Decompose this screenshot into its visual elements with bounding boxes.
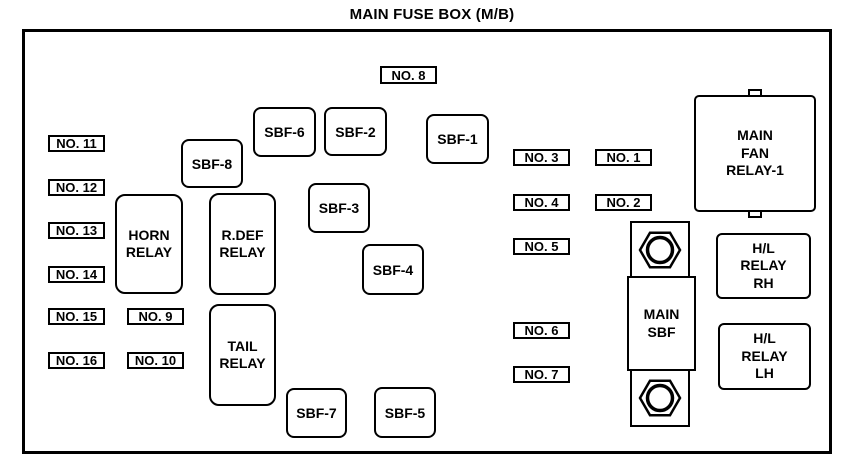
diagram-title: MAIN FUSE BOX (M/B)	[349, 6, 515, 23]
no-5: NO. 5	[513, 238, 570, 255]
main-fan-relay-1-label: FAN	[741, 144, 769, 161]
main-fan-relay-1-label: RELAY-1	[726, 162, 784, 179]
rdef-relay-label: R.DEF	[221, 226, 264, 243]
no-13: NO. 13	[48, 222, 105, 239]
no-4-label: NO. 4	[524, 195, 559, 210]
sbf-8: SBF-8	[181, 139, 243, 188]
horn-relay-label: RELAY	[125, 244, 173, 260]
no-7-label: NO. 7	[524, 367, 559, 382]
hl-relay-rh-label: RH	[753, 274, 774, 291]
no-4: NO. 4	[513, 194, 570, 211]
sbf-5-label: SBF-5	[384, 404, 426, 421]
sbf-3-label: SBF-3	[318, 200, 360, 216]
sbf-3: SBF-3	[308, 183, 370, 233]
no-11: NO. 11	[48, 135, 105, 152]
tail-relay-label: RELAY	[219, 355, 266, 371]
main-fan-relay-1-label: MAIN	[737, 127, 773, 144]
no-3-label: NO. 3	[524, 150, 559, 165]
no-12: NO. 12	[48, 179, 105, 196]
sbf-6: SBF-6	[253, 107, 316, 157]
hl-relay-rh-label: RELAY	[740, 257, 787, 274]
no-9: NO. 9	[127, 308, 184, 325]
main-fan-relay-1-tab-top	[748, 89, 762, 97]
no-8: NO. 8	[380, 66, 437, 84]
no-2: NO. 2	[595, 194, 652, 211]
no-10-label: NO. 10	[134, 353, 177, 368]
rdef-relay-label: RELAY	[219, 244, 266, 260]
hl-relay-lh-label: RELAY	[741, 347, 788, 364]
hex-bolt-icon	[638, 378, 682, 417]
sbf-4: SBF-4	[362, 244, 424, 295]
sbf-2-label: SBF-2	[335, 123, 376, 140]
tail-relay-label: TAIL	[227, 337, 258, 354]
hl-relay-lh-label: H/L	[753, 330, 776, 347]
no-5-label: NO. 5	[524, 239, 559, 254]
sbf-4-label: SBF-4	[372, 261, 414, 278]
no-15-label: NO. 15	[55, 309, 98, 324]
horn-relay-label: HORN	[128, 226, 170, 243]
no-16-label: NO. 16	[55, 353, 98, 368]
no-11-label: NO. 11	[56, 136, 97, 151]
main-sbf-top-terminal	[630, 221, 690, 279]
sbf-5: SBF-5	[374, 387, 436, 438]
main-sbf-label: MAIN	[643, 306, 680, 322]
no-7: NO. 7	[513, 366, 570, 383]
main-fan-relay-1-tab-bottom	[748, 210, 762, 218]
main-sbf-label: SBF	[647, 323, 676, 340]
no-12-label: NO. 12	[55, 180, 98, 195]
sbf-7: SBF-7	[286, 388, 347, 438]
hl-relay-lh-label: LH	[755, 365, 774, 382]
no-10: NO. 10	[127, 352, 184, 369]
sbf-7-label: SBF-7	[296, 405, 337, 421]
no-1-label: NO. 1	[606, 150, 641, 165]
no-3: NO. 3	[513, 149, 570, 166]
no-9-label: NO. 9	[138, 309, 173, 324]
no-1: NO. 1	[595, 149, 652, 166]
no-14-label: NO. 14	[55, 267, 98, 282]
no-14: NO. 14	[48, 266, 105, 283]
sbf-2: SBF-2	[324, 107, 387, 156]
main-sbf-bottom-terminal	[630, 368, 690, 427]
hex-bolt-icon	[638, 231, 682, 269]
no-15: NO. 15	[48, 308, 105, 325]
no-6: NO. 6	[513, 322, 570, 339]
no-6-label: NO. 6	[524, 323, 559, 338]
sbf-1-label: SBF-1	[437, 131, 478, 147]
no-8-label: NO. 8	[391, 67, 426, 83]
sbf-6-label: SBF-6	[264, 124, 305, 140]
no-2-label: NO. 2	[606, 195, 641, 210]
sbf-8-label: SBF-8	[191, 155, 233, 172]
hl-relay-rh-label: H/L	[752, 239, 775, 256]
main-sbf-body: MAIN SBF	[627, 276, 696, 371]
no-13-label: NO. 13	[55, 223, 98, 238]
no-16: NO. 16	[48, 352, 105, 369]
sbf-1: SBF-1	[426, 114, 489, 164]
